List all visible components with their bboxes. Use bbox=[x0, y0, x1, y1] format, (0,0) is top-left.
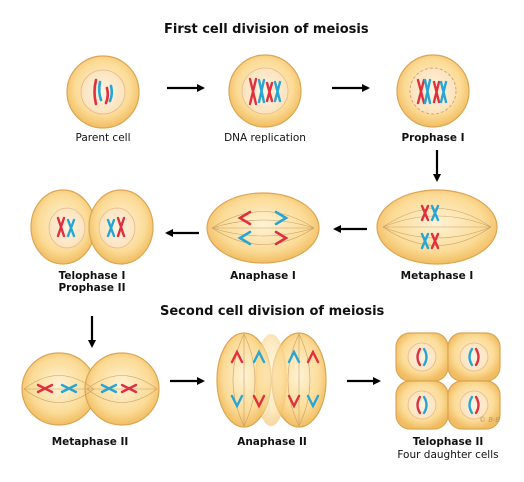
prophase-1-cell bbox=[396, 54, 470, 128]
label-telophase-1: Telophase I bbox=[58, 270, 126, 282]
title-second-division: Second cell division of meiosis bbox=[160, 304, 385, 319]
label-parent-cell: Parent cell bbox=[75, 132, 131, 144]
label-telophase-2: Telophase II bbox=[412, 436, 484, 448]
parent-cell bbox=[66, 55, 140, 129]
artist-signature: © B-B bbox=[479, 416, 501, 424]
metaphase-2-cell bbox=[21, 352, 160, 426]
label-anaphase-1: Anaphase I bbox=[230, 270, 296, 282]
label-metaphase-2: Metaphase II bbox=[51, 436, 129, 448]
label-prophase-2: Prophase II bbox=[58, 282, 126, 294]
label-anaphase-2: Anaphase II bbox=[237, 436, 307, 448]
title-first-division: First cell division of meiosis bbox=[164, 22, 369, 37]
metaphase-1-cell bbox=[376, 189, 498, 265]
label-four-daughter-cells: Four daughter cells bbox=[397, 449, 499, 461]
anaphase-2-cell bbox=[216, 332, 327, 428]
label-dna-replication: DNA replication bbox=[224, 132, 306, 144]
telophase-1-cell bbox=[30, 189, 154, 265]
dna-replication-cell bbox=[228, 54, 302, 128]
label-metaphase-1: Metaphase I bbox=[400, 270, 474, 282]
anaphase-1-cell bbox=[206, 192, 320, 264]
telophase-2-cells bbox=[395, 332, 501, 430]
label-prophase-1: Prophase I bbox=[401, 132, 465, 144]
